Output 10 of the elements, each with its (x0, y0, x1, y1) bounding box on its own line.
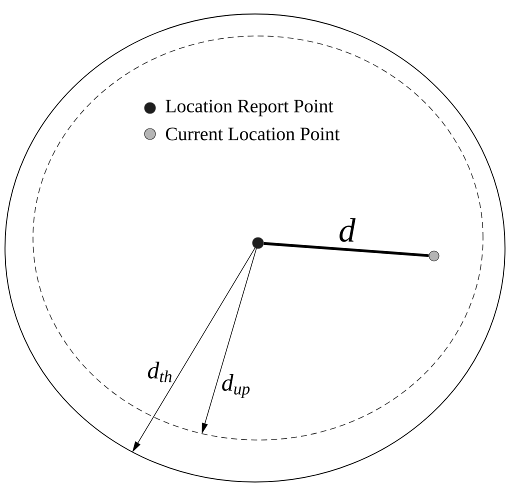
edge-label: d (340, 218, 356, 242)
dashed-circle (32, 36, 484, 440)
current-location-point (428, 250, 440, 262)
legend-text: Location Report Point (166, 100, 334, 116)
legend-text: Current Location Point (166, 128, 340, 140)
edge-label: d$_{th}$ (148, 362, 172, 382)
distance-line (264, 242, 429, 257)
location-point (252, 237, 264, 249)
edge-label: d$_{up}$ (222, 374, 250, 398)
outer-circle (4, 14, 506, 482)
